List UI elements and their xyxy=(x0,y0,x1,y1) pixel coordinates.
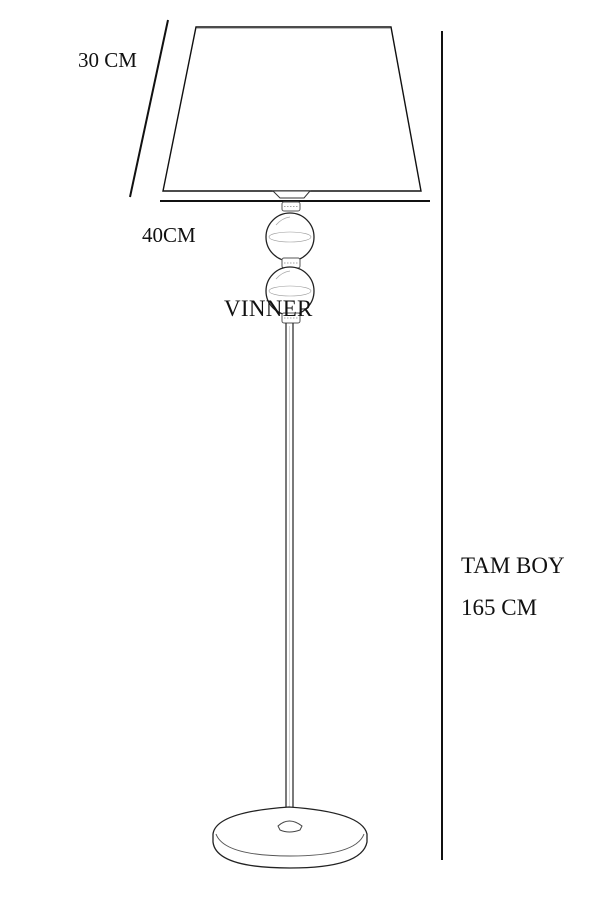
glass-sphere-upper xyxy=(265,212,315,262)
shade-height-line xyxy=(129,19,169,198)
lamp-base xyxy=(212,806,368,869)
lamp-pole xyxy=(285,323,294,820)
total-height-label: TAM BOY xyxy=(461,553,565,578)
glass-sphere-lower xyxy=(265,266,315,316)
lamp-shade xyxy=(162,26,422,199)
brand-label: VINNER xyxy=(224,296,313,321)
shade-height-label: 30 CM xyxy=(78,48,137,72)
total-height-value: 165 CM xyxy=(461,595,538,620)
shade-width-label: 40CM xyxy=(142,223,196,247)
stem-ornaments xyxy=(265,201,315,324)
